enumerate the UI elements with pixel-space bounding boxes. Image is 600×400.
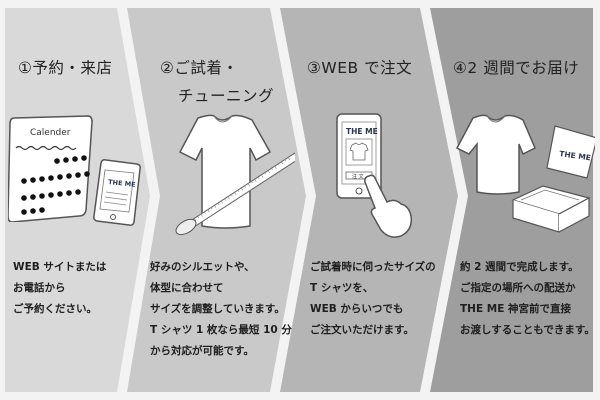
panel-step-3 xyxy=(280,8,458,392)
step-1-number: ① xyxy=(18,59,33,77)
step-1-description: WEB サイトまたは お電話から ご予約ください。 xyxy=(13,261,107,315)
step-2-title: ②ご試着・ xyxy=(160,59,239,77)
svg-text:THE ME: THE ME xyxy=(346,127,378,136)
step-3-number: ③ xyxy=(307,59,322,77)
svg-text:注 文: 注 文 xyxy=(352,173,364,180)
tshirt-ruler-icon xyxy=(175,114,295,235)
step-3-title: ③WEB で注文 xyxy=(307,59,413,77)
step-4-title: ④2 週間でお届け xyxy=(453,59,580,77)
svg-text:THE ME: THE ME xyxy=(559,149,592,162)
step-3-description: ご試着時に伺ったサイズの T シャツを、 WEB からいつでも ご注文いただけま… xyxy=(310,261,436,336)
step-2-number: ② xyxy=(160,59,175,77)
calendar-icon: Calender xyxy=(8,115,93,222)
step-1-title: ①予約・来店 xyxy=(18,59,113,77)
step-2-description: 好みのシルエットや、 体型に合わせて サイズを調整していきます。 T シャツ 1… xyxy=(150,261,292,357)
panel-step-4 xyxy=(430,8,593,392)
step-2-title-line2: チューニング xyxy=(178,87,275,105)
svg-text:THE ME: THE ME xyxy=(108,178,136,189)
smartphone-icon: THE ME xyxy=(93,159,141,226)
tshirt-box-icon: THE ME xyxy=(455,114,595,233)
step-4-description: 約 2 週間で完成します。 ご指定の場所への配送か THE ME 神宮前で直接 … xyxy=(460,261,595,336)
svg-text:Calender: Calender xyxy=(30,128,71,138)
smartphone-order-icon: THE ME 注 文 xyxy=(336,113,413,238)
step-4-number: ④ xyxy=(453,59,468,77)
